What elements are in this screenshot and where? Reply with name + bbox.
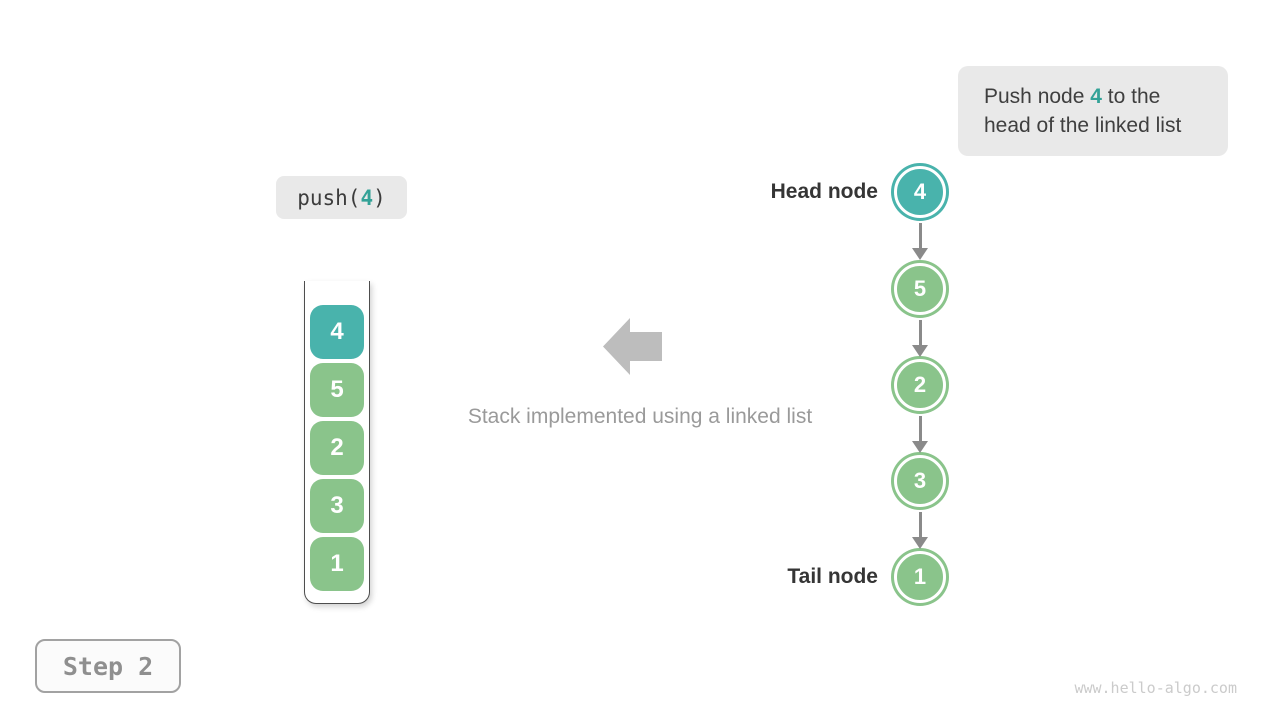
watermark-url: www.hello-algo.com (1074, 679, 1237, 697)
linked-list-node-head: 4 (894, 166, 946, 218)
callout-push-description: Push node 4 to the head of the linked li… (958, 66, 1228, 156)
stack-item: 5 (310, 363, 364, 417)
caption-text: Stack implemented using a linked list (467, 405, 813, 428)
stack-container: 4 5 2 3 1 (304, 281, 370, 604)
operation-suffix: ) (373, 185, 386, 210)
left-arrow-icon (603, 318, 662, 375)
down-arrow-icon (912, 416, 928, 453)
step-badge: Step 2 (35, 639, 181, 693)
callout-text-before: Push node (984, 85, 1091, 108)
stack-item-bottom: 1 (310, 537, 364, 591)
callout-text-after: to the head of the linked list (984, 85, 1182, 137)
stack-item-top: 4 (310, 305, 364, 359)
down-arrow-icon (912, 223, 928, 260)
operation-push-box: push(4) (276, 176, 407, 219)
operation-arg: 4 (360, 185, 374, 210)
linked-list-node-tail: 1 (894, 551, 946, 603)
head-node-label: Head node (770, 180, 878, 203)
tail-node-label: Tail node (787, 565, 878, 588)
linked-list-node: 2 (894, 359, 946, 411)
down-arrow-icon (912, 320, 928, 357)
operation-prefix: push( (297, 185, 361, 210)
stack-item: 3 (310, 479, 364, 533)
linked-list-node: 3 (894, 455, 946, 507)
down-arrow-icon (912, 512, 928, 549)
stack-item: 2 (310, 421, 364, 475)
linked-list-node: 5 (894, 263, 946, 315)
callout-highlight-value: 4 (1090, 85, 1102, 108)
step-label: Step 2 (62, 651, 154, 681)
